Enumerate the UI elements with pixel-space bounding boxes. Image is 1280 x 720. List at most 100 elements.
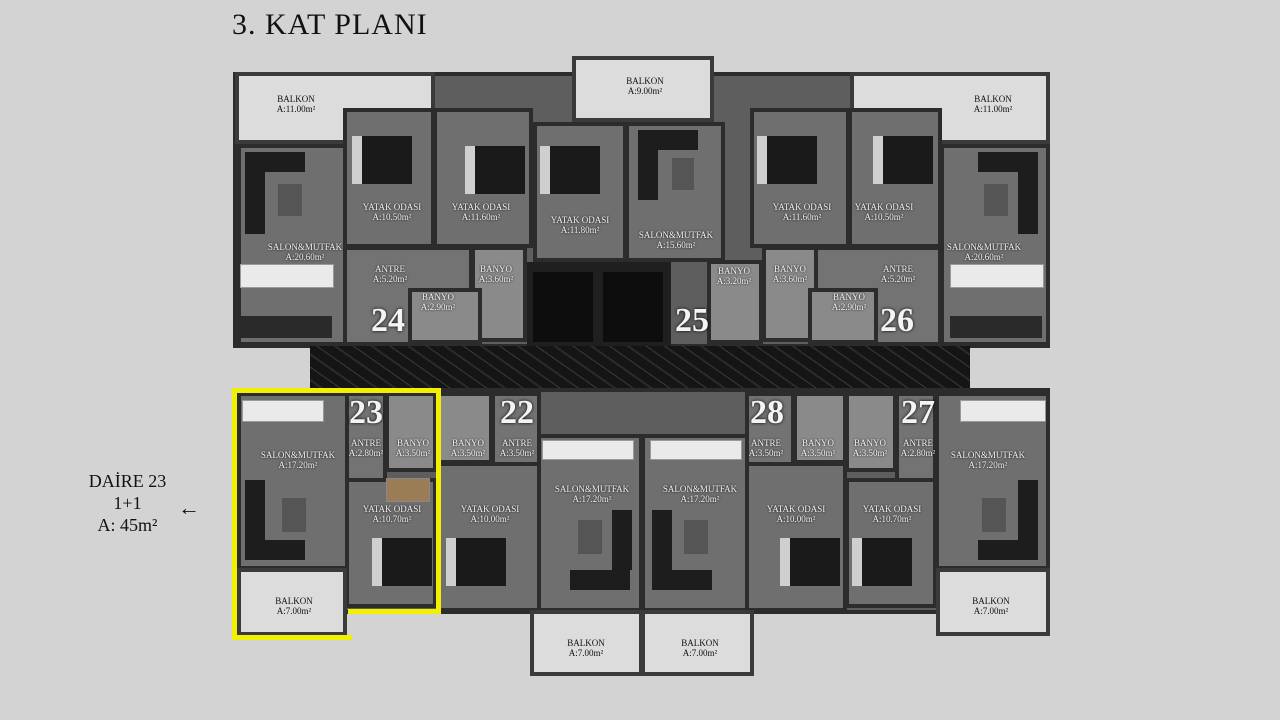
kitchen-counter [242,400,324,422]
balkon-top-center[interactable] [572,56,714,122]
sofa [652,510,672,570]
kitchen-counter [240,264,334,288]
bed [757,136,817,184]
coffee-table [984,184,1008,216]
unit-number-25[interactable]: 25 [675,302,709,339]
door-mat [386,478,430,502]
sofa [245,152,305,172]
banyo-25[interactable] [707,260,763,344]
sofa [612,510,632,570]
unit-number-22[interactable]: 22 [500,394,534,431]
unit-name: DAİRE 23 [88,471,167,491]
unit-type: 1+1 [113,493,142,513]
elevator-shaft [603,272,663,342]
bed [352,136,412,184]
kitchen-counter [960,400,1046,422]
bed [540,146,600,194]
coffee-table [282,498,306,532]
sofa [245,540,305,560]
bed [780,538,840,586]
yatak-22[interactable] [437,462,541,612]
sofa [638,150,658,200]
unit-number-27[interactable]: 27 [901,394,935,431]
sofa [245,172,265,234]
coffee-table [672,158,694,190]
kitchen-counter [240,316,332,338]
elevator-shaft [533,272,593,342]
coffee-table [278,184,302,216]
coffee-table [982,498,1006,532]
coffee-table [684,520,708,554]
banyo-23[interactable] [385,392,437,472]
selected-unit-info: DAİRE 23 1+1 A: 45m² [60,470,195,536]
page-title: 3. KAT PLANI [232,8,428,41]
banyo-26b[interactable] [808,288,878,344]
bed [372,538,432,586]
kitchen-counter [950,264,1044,288]
kitchen-counter [950,316,1042,338]
balkon-23[interactable] [237,568,347,636]
balkon-b28[interactable] [641,610,754,676]
balkon-27[interactable] [936,568,1050,636]
sofa [978,152,1038,172]
kitchen-counter [542,440,634,460]
yatak-28[interactable] [745,462,847,612]
bed [873,136,933,184]
banyo-27[interactable] [845,392,897,472]
bed [852,538,912,586]
arrow-left-icon: ← [178,495,200,520]
sofa [638,130,698,150]
sofa [978,540,1038,560]
antre-23[interactable] [345,392,387,482]
kitchen-counter [650,440,742,460]
balkon-b22[interactable] [530,610,643,676]
coffee-table [578,520,602,554]
unit-area: A: 45m² [97,515,158,535]
bed [446,538,506,586]
banyo-24b[interactable] [408,288,482,344]
sofa [652,570,712,590]
unit-number-28[interactable]: 28 [750,394,784,431]
unit-number-26[interactable]: 26 [880,302,914,339]
sofa [570,570,630,590]
unit-number-24[interactable]: 24 [371,302,405,339]
unit-number-23[interactable]: 23 [349,394,383,431]
